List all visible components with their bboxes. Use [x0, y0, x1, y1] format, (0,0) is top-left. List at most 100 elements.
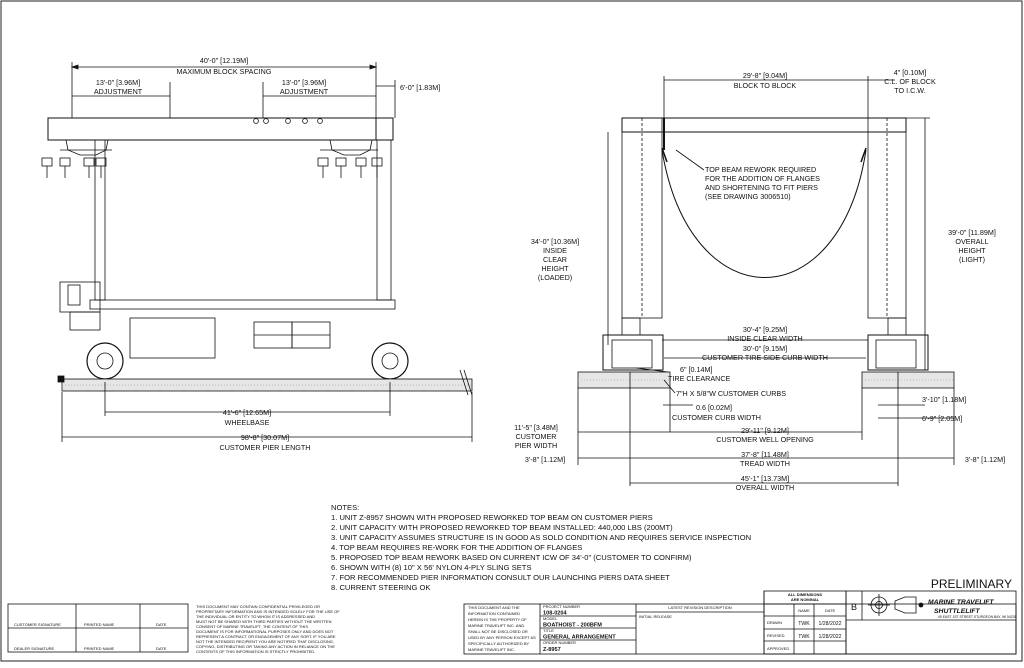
pier-width-label-2: PIER WIDTH	[515, 441, 557, 450]
revised-date: 1/28/2022	[818, 634, 841, 640]
inside-height-dim: 34'-0" [10.36M]	[531, 237, 579, 246]
note-1: 1. UNIT Z-8957 SHOWN WITH PROPOSED REWOR…	[331, 513, 653, 522]
cl-block-dim: 4" [0.10M]	[894, 68, 927, 77]
svg-text:DOCUMENT IS FOR INFORMATIONAL: DOCUMENT IS FOR INFORMATIONAL PURPOSES O…	[196, 629, 334, 634]
side-view: 40'-0" [12.19M] MAXIMUM BLOCK SPACING 13…	[41, 56, 473, 452]
right-side-dim: 3'-8" [1.12M]	[965, 455, 1005, 464]
tread-width-dim: 37'-8" [11.48M]	[741, 450, 789, 459]
svg-text:CONTENTS OF THIS INFORMATION I: CONTENTS OF THIS INFORMATION IS STRICTLY…	[196, 649, 315, 654]
svg-text:CONSENT OF MARINE TRAVELIFT. T: CONSENT OF MARINE TRAVELIFT. THE CONTENT…	[196, 624, 308, 629]
date-label-1: DATE	[156, 622, 167, 627]
customer-signature-label: CUSTOMER SIGNATURE	[14, 622, 61, 627]
inside-height-label-2: CLEAR	[543, 255, 567, 264]
inside-height-label-3: HEIGHT	[541, 264, 569, 273]
revised-name: TWK	[798, 634, 810, 640]
note-8: 8. CURRENT STEERING OK	[331, 583, 430, 592]
revision-text: INITIAL RELEASE	[639, 614, 672, 619]
svg-text:INFORMATION CONTAINED: INFORMATION CONTAINED	[468, 611, 520, 616]
tire-clearance-dim: 6" [0.14M]	[680, 365, 713, 374]
project-number: 108-0204	[543, 611, 568, 617]
company-name: MARINE TRAVELIFT	[928, 599, 994, 606]
note-2: 2. UNIT CAPACITY WITH PROPOSED REWORKED …	[331, 523, 673, 532]
tire-clearance-label: TIRE CLEARANCE	[668, 374, 731, 383]
svg-text:PROPRIETARY INFORMATION AND IS: PROPRIETARY INFORMATION AND IS INTENDED …	[196, 609, 340, 614]
overall-height-label-3: (LIGHT)	[959, 255, 985, 264]
adjustment-right-label: ADJUSTMENT	[280, 87, 329, 96]
curbs-note: 7"H X 5/8"W CUSTOMER CURBS	[676, 389, 786, 398]
curb-width-label: CUSTOMER CURB WIDTH	[672, 413, 761, 422]
date-label-2: DATE	[156, 646, 167, 651]
confidential-text: THIS DOCUMENT AND THE INFORMATION CONTAI…	[468, 605, 536, 652]
order-number: Z-8957	[543, 647, 561, 653]
date-header: DATE	[825, 608, 836, 613]
svg-text:SPECIFICALLY AUTHORIZED BY: SPECIFICALLY AUTHORIZED BY	[468, 641, 530, 646]
approved-role: APPROVED	[767, 646, 789, 651]
note-4: 4. TOP BEAM REQUIRES RE-WORK FOR THE ADD…	[331, 543, 582, 552]
pier-length-label: CUSTOMER PIER LENGTH	[220, 443, 311, 452]
rework-note-1: TOP BEAM REWORK REQUIRED	[705, 165, 816, 174]
tire-side-curb-label: CUSTOMER TIRE SIDE CURB WIDTH	[702, 353, 828, 362]
revision-label: LATEST REVISION DESCRIPTION	[668, 605, 732, 610]
note-7: 7. FOR RECOMMENDED PIER INFORMATION CONS…	[331, 573, 670, 582]
rework-note-4: (SEE DRAWING 3006510)	[705, 192, 791, 201]
rear-wheel	[371, 342, 409, 380]
svg-text:THE INDIVIDUAL OR ENTITY TO WH: THE INDIVIDUAL OR ENTITY TO WHOM IT IS A…	[196, 614, 315, 619]
svg-text:COPYING, DISTRIBUTING OR TAKIN: COPYING, DISTRIBUTING OR TAKING ANY ACTI…	[196, 644, 335, 649]
note-3: 3. UNIT CAPACITY ASSUMES STRUCTURE IS IN…	[331, 533, 751, 542]
adjustment-left-dim: 13'-0" [3.96M]	[96, 78, 140, 87]
well-opening-dim: 29'-11" [9.12M]	[741, 426, 789, 435]
block-to-block-dim: 29'-8" [9.04M]	[743, 71, 787, 80]
rework-note-3: AND SHORTENING TO FIT PIERS	[705, 183, 818, 192]
order-number-label: ORDER NUMBER	[543, 640, 576, 645]
svg-text:THIS DOCUMENT MAY CONTAIN CONF: THIS DOCUMENT MAY CONTAIN CONFIDENTIAL P…	[196, 604, 320, 609]
revised-role: REVISED	[767, 633, 785, 638]
overall-width-dim: 45'-1" [13.73M]	[741, 474, 789, 483]
notes-block: NOTES: 1. UNIT Z-8957 SHOWN WITH PROPOSE…	[331, 503, 751, 592]
svg-text:SHALL NOT BE DISCLOSED OR: SHALL NOT BE DISCLOSED OR	[468, 629, 528, 634]
size-letter: B	[851, 602, 857, 612]
note-5: 5. PROPOSED TOP BEAM REWORK BASED ON CUR…	[331, 553, 692, 562]
title-label: TITLE	[543, 628, 554, 633]
pier-width-dim: 11'-5" [3.48M]	[514, 423, 558, 432]
hoist-block-right	[317, 139, 383, 178]
tread-width-label: TREAD WIDTH	[740, 459, 790, 468]
wheelbase-dim: 41'-6" [12.65M]	[223, 408, 271, 417]
front-view: 29'-8" [9.04M] BLOCK TO BLOCK 4" [0.10M]…	[514, 68, 1005, 492]
wheelbase-label: WHEELBASE	[225, 418, 270, 427]
max-block-spacing-label: MAXIMUM BLOCK SPACING	[177, 67, 272, 76]
svg-text:NOT THE INTENDED RECIPIENT YOU: NOT THE INTENDED RECIPIENT YOU ARE NOTIF…	[196, 639, 334, 644]
title-block: PRELIMINARY THIS DOCUMENT AND THE INFORM…	[463, 577, 1017, 655]
customer-block: CUSTOMER SIGNATURE PRINTED NAME DATE DEA…	[7, 603, 340, 654]
tire-side-curb-dim: 30'-0" [9.15M]	[743, 344, 787, 353]
drawing-title: GENERAL ARRANGEMENT	[543, 635, 616, 641]
left-side-dim: 3'-8" [1.12M]	[525, 455, 565, 464]
right-dim-b: 6'-9" [2.05M]	[922, 414, 962, 423]
note-6: 6. SHOWN WITH (8) 10" X 56' NYLON 4-PLY …	[331, 563, 532, 572]
project-number-label: PROJECT NUMBER	[543, 604, 580, 609]
svg-text:REPRESENT A CONTRACT OR ENGAGE: REPRESENT A CONTRACT OR ENGAGEMENT OF AN…	[196, 634, 336, 639]
rework-note-2: FOR THE ADDITION OF FLANGES	[705, 174, 820, 183]
inside-height-label-1: INSIDE	[543, 246, 567, 255]
well-opening-label: CUSTOMER WELL OPENING	[716, 435, 814, 444]
inside-clear-width-dim: 30'-4" [9.25M]	[743, 325, 787, 334]
svg-text:MARINE TRAVELIFT INC. AND: MARINE TRAVELIFT INC. AND	[468, 623, 524, 628]
svg-text:HEREIN IS THE PROPERTY OF: HEREIN IS THE PROPERTY OF	[468, 617, 527, 622]
cl-block-label-1: C.L. OF BLOCK	[884, 77, 936, 86]
cone-logo-icon	[894, 596, 917, 614]
overall-height-dim: 39'-0" [11.89M]	[948, 228, 996, 237]
are-nominal-label: ARE NOMINAL	[791, 597, 820, 602]
notes-heading: NOTES:	[331, 503, 359, 512]
sling	[661, 149, 867, 278]
curb-width-dim: 0.6 [0.02M]	[696, 403, 732, 412]
brand-name: SHUTTLELIFT	[934, 608, 981, 615]
hoist-block-left	[41, 139, 112, 178]
inside-height-label-4: (LOADED)	[538, 273, 572, 282]
max-block-spacing-dim: 40'-0" [12.19M]	[200, 56, 248, 65]
overall-height-label-1: OVERALL	[955, 237, 988, 246]
drawn-role: DRAWN	[767, 620, 782, 625]
all-dimensions-label: ALL DIMENSIONS	[788, 592, 822, 597]
drawn-date: 1/28/2022	[818, 621, 841, 627]
customer-fine-print: THIS DOCUMENT MAY CONTAIN CONFIDENTIAL P…	[196, 604, 340, 654]
printed-name-label-1: PRINTED NAME	[84, 622, 115, 627]
